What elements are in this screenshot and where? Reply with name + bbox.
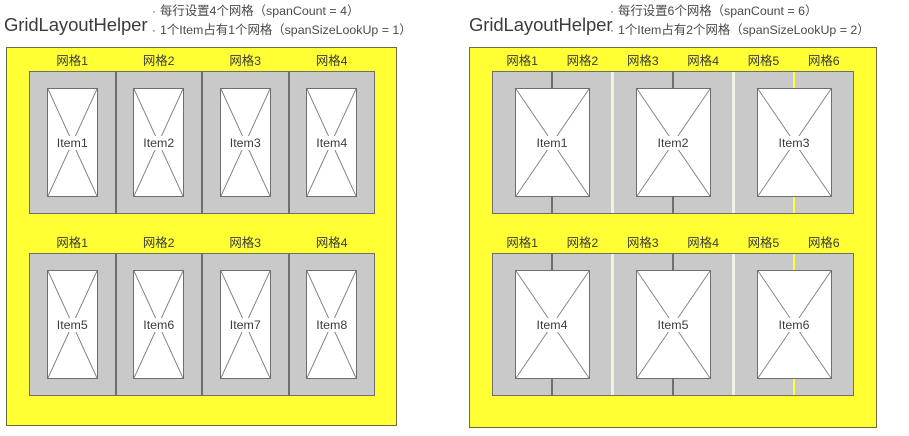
grid-cell-label: 网格5 (747, 236, 780, 250)
grid-cell: Item6 (114, 254, 202, 395)
grid-cell-label-row: 网格1 网格2 网格3 网格4 网格5 网格6 (492, 52, 854, 71)
grid-cell-label: 网格3 (229, 54, 262, 68)
item-box[interactable]: Item7 (219, 270, 271, 379)
grid-cell-group: Item2 (611, 72, 732, 213)
grid-cell-label: 网格3 (229, 236, 262, 250)
grid-cell: Item7 (201, 254, 288, 395)
page-title: GridLayoutHelper (469, 14, 613, 35)
bullet-text: 1个Item占有2个网格（spanSizeLookUp = 2） (618, 23, 870, 38)
bullet-text: 1个Item占有1个网格（spanSizeLookUp = 1） (160, 23, 412, 38)
grid-cell-label: 网格1 (56, 54, 89, 68)
grid-board: 网格1 网格2 网格3 网格4 网格5 网格6 Item1 (469, 47, 877, 428)
grid-cell-label: 网格4 (687, 236, 719, 250)
item-box[interactable]: Item2 (635, 88, 711, 197)
grid-cell: Item4 (287, 72, 375, 213)
grid-board: 网格1 网格2 网格3 网格4 Item1 (6, 47, 397, 426)
grid-cell-band: Item1 Item2 (29, 71, 375, 214)
grid-cell: Item1 (30, 72, 115, 213)
bullet-dot-icon: · (610, 4, 614, 19)
grid-cell-label: 网格4 (315, 54, 348, 68)
grid-cell-label: 网格5 (747, 54, 780, 68)
item-box[interactable]: Item5 (635, 270, 711, 379)
grid-cell-group: Item3 (732, 72, 853, 213)
grid-cell-label-row: 网格1 网格2 网格3 网格4 (29, 234, 375, 253)
grid-cell: Item3 (201, 72, 288, 213)
item-box[interactable]: Item6 (756, 270, 832, 379)
grid-cell-group: Item6 (732, 254, 853, 395)
page-title: GridLayoutHelper (4, 14, 148, 35)
panel-span-count-6: GridLayoutHelper · 每行设置6个网格（spanCount = 6… (455, 0, 909, 436)
grid-cell-band: Item1 Item2 (492, 71, 854, 214)
item-box[interactable]: Item3 (219, 88, 271, 197)
item-box[interactable]: Item4 (514, 270, 590, 379)
item-label: Item5 (55, 317, 89, 332)
panel-header: GridLayoutHelper · 每行设置4个网格（spanCount = 4… (0, 0, 454, 44)
bullet-item: · 每行设置6个网格（spanCount = 6） (610, 2, 870, 21)
item-box[interactable]: Item6 (133, 270, 185, 379)
grid-cell-label: 网格4 (687, 54, 719, 68)
grid-cell-label: 网格6 (807, 54, 840, 68)
grid-cell-label: 网格1 (506, 236, 538, 250)
bullet-item: · 1个Item占有2个网格（spanSizeLookUp = 2） (610, 21, 870, 40)
grid-cell: Item5 (30, 254, 115, 395)
grid-cell-label: 网格2 (142, 236, 175, 250)
item-label: Item2 (142, 135, 176, 150)
item-label: Item7 (228, 317, 262, 332)
panel-header: GridLayoutHelper · 每行设置6个网格（spanCount = 6… (455, 0, 909, 44)
bullet-item: · 每行设置4个网格（spanCount = 4） (152, 2, 412, 21)
item-box[interactable]: Item4 (306, 88, 358, 197)
item-box[interactable]: Item1 (46, 88, 98, 197)
grid-cell-group: Item5 (611, 254, 732, 395)
bullet-dot-icon: · (152, 23, 156, 38)
item-label: Item5 (656, 317, 690, 332)
grid-cell-label: 网格3 (626, 54, 659, 68)
item-label: Item3 (777, 135, 811, 150)
grid-cell-label-row: 网格1 网格2 网格3 网格4 网格5 网格6 (492, 234, 854, 253)
grid-cell-label: 网格6 (807, 236, 840, 250)
item-label: Item1 (535, 135, 569, 150)
item-label: Item1 (55, 135, 89, 150)
grid-cell-band: Item4 Item5 (492, 253, 854, 396)
grid-cell: Item8 (287, 254, 375, 395)
item-label: Item4 (535, 317, 569, 332)
bullet-text: 每行设置4个网格（spanCount = 4） (160, 4, 360, 19)
bullet-dot-icon: · (152, 4, 156, 19)
item-label: Item2 (656, 135, 690, 150)
item-box[interactable]: Item1 (514, 88, 590, 197)
item-label: Item3 (228, 135, 262, 150)
item-box[interactable]: Item8 (306, 270, 358, 379)
grid-cell-label: 网格1 (56, 236, 89, 250)
grid-cell-group: Item1 (493, 72, 611, 213)
grid-cell-label: 网格2 (566, 54, 599, 68)
grid-cell: Item2 (114, 72, 202, 213)
grid-cell-label: 网格4 (315, 236, 348, 250)
panel-bullet-list: · 每行设置6个网格（spanCount = 6） · 1个Item占有2个网格（s… (610, 2, 870, 40)
item-label: Item8 (315, 317, 349, 332)
item-box[interactable]: Item5 (46, 270, 98, 379)
item-box[interactable]: Item3 (756, 88, 832, 197)
grid-cell-label: 网格3 (626, 236, 659, 250)
bullet-text: 每行设置6个网格（spanCount = 6） (618, 4, 818, 19)
item-label: Item6 (142, 317, 176, 332)
grid-cell-label-row: 网格1 网格2 网格3 网格4 (29, 52, 375, 71)
grid-cell-group: Item4 (493, 254, 611, 395)
grid-cell-label: 网格2 (142, 54, 175, 68)
panel-bullet-list: · 每行设置4个网格（spanCount = 4） · 1个Item占有1个网格（s… (152, 2, 412, 40)
item-box[interactable]: Item2 (133, 88, 185, 197)
item-label: Item6 (777, 317, 811, 332)
grid-cell-band: Item5 Item6 (29, 253, 375, 396)
bullet-item: · 1个Item占有1个网格（spanSizeLookUp = 1） (152, 21, 412, 40)
grid-cell-label: 网格2 (566, 236, 599, 250)
item-label: Item4 (315, 135, 349, 150)
panel-span-count-4: GridLayoutHelper · 每行设置4个网格（spanCount = 4… (0, 0, 454, 436)
bullet-dot-icon: · (610, 23, 614, 38)
grid-cell-label: 网格1 (506, 54, 538, 68)
